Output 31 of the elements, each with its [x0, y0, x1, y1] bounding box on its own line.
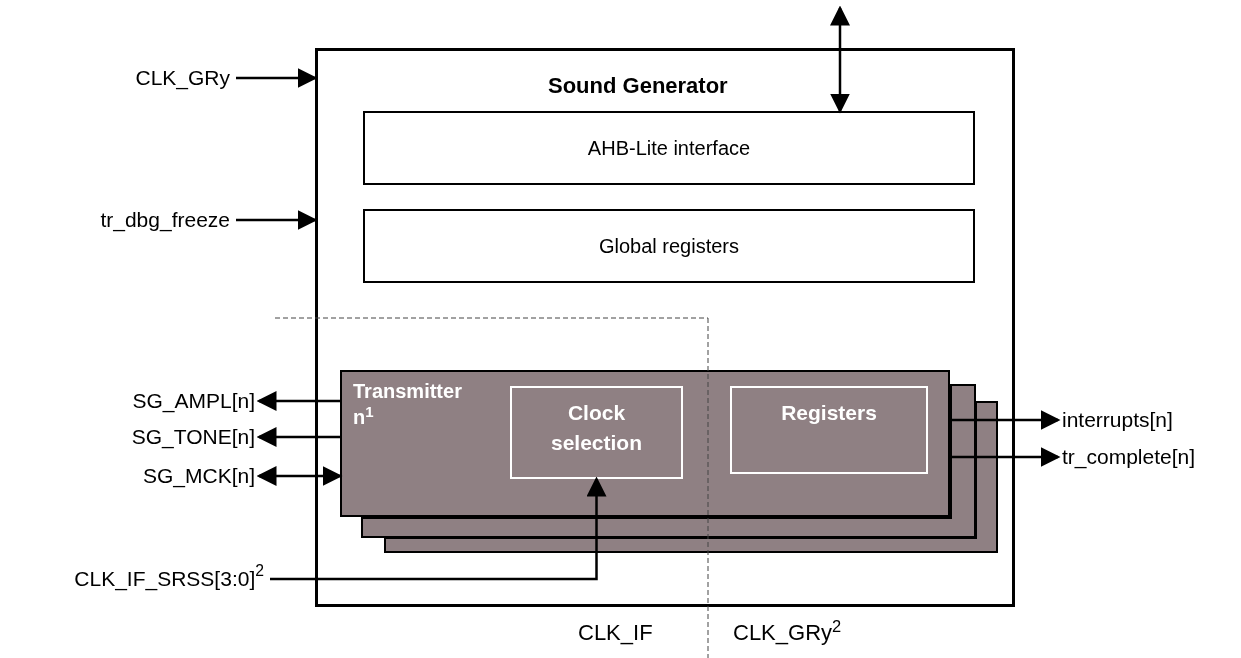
signal-label: CLK_GRy — [110, 66, 230, 90]
signal-label: tr_complete[n] — [1062, 445, 1232, 469]
signal-label: tr_dbg_freeze — [30, 208, 230, 232]
arrow — [236, 68, 318, 88]
block-label: AHB-Lite interface — [587, 136, 751, 161]
block-label: Global registers — [598, 234, 740, 259]
module-title: Sound Generator — [548, 72, 728, 100]
arrow — [830, 5, 850, 114]
sub-block-box — [730, 386, 928, 474]
signal-label: SG_AMPL[n] — [40, 389, 255, 413]
sub-block-box — [510, 386, 683, 479]
block-label: Clock selection — [549, 400, 643, 456]
signal-label: interrupts[n] — [1062, 408, 1212, 432]
arrow — [256, 427, 340, 447]
arrow — [256, 466, 343, 486]
arrow — [270, 476, 607, 581]
block-box — [363, 111, 975, 185]
arrow — [236, 210, 318, 230]
signal-label: SG_MCK[n] — [40, 464, 255, 488]
arrow — [256, 391, 340, 411]
block-label: Transmitter n$^{1}$ — [353, 379, 463, 430]
signal-label: CLK_IF_SRSS[3:0]$^{2}$ — [8, 566, 264, 592]
block-label: Registers — [780, 400, 878, 426]
module-box — [315, 48, 1015, 607]
clock-domain-label: CLK_IF — [578, 619, 653, 647]
clock-domain-label: CLK_GRy$^{2}$ — [733, 616, 842, 647]
arrow — [950, 447, 1061, 467]
signal-label: SG_TONE[n] — [40, 425, 255, 449]
transmitter-card — [340, 370, 950, 517]
arrow — [950, 410, 1061, 430]
block-box — [363, 209, 975, 283]
